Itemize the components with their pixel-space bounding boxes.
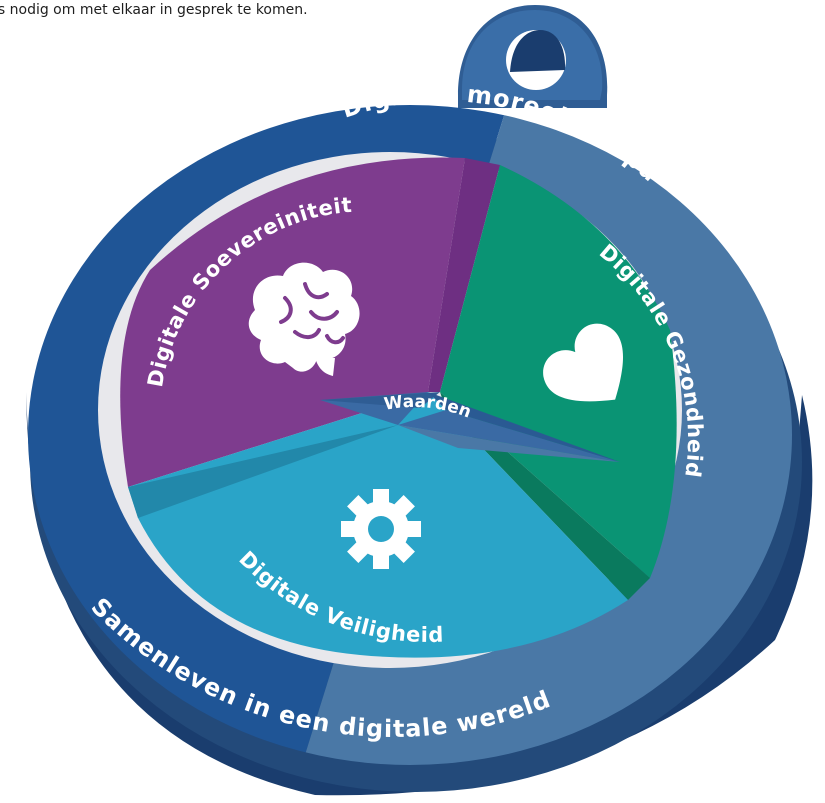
pendant-loop [458,5,608,108]
brain-icon [248,262,360,376]
gear-icon [341,489,421,569]
intro-text: is nodig om met elkaar in gesprek te kom… [0,2,308,18]
compass-needle[interactable] [320,392,620,462]
heart-icon [543,323,624,402]
